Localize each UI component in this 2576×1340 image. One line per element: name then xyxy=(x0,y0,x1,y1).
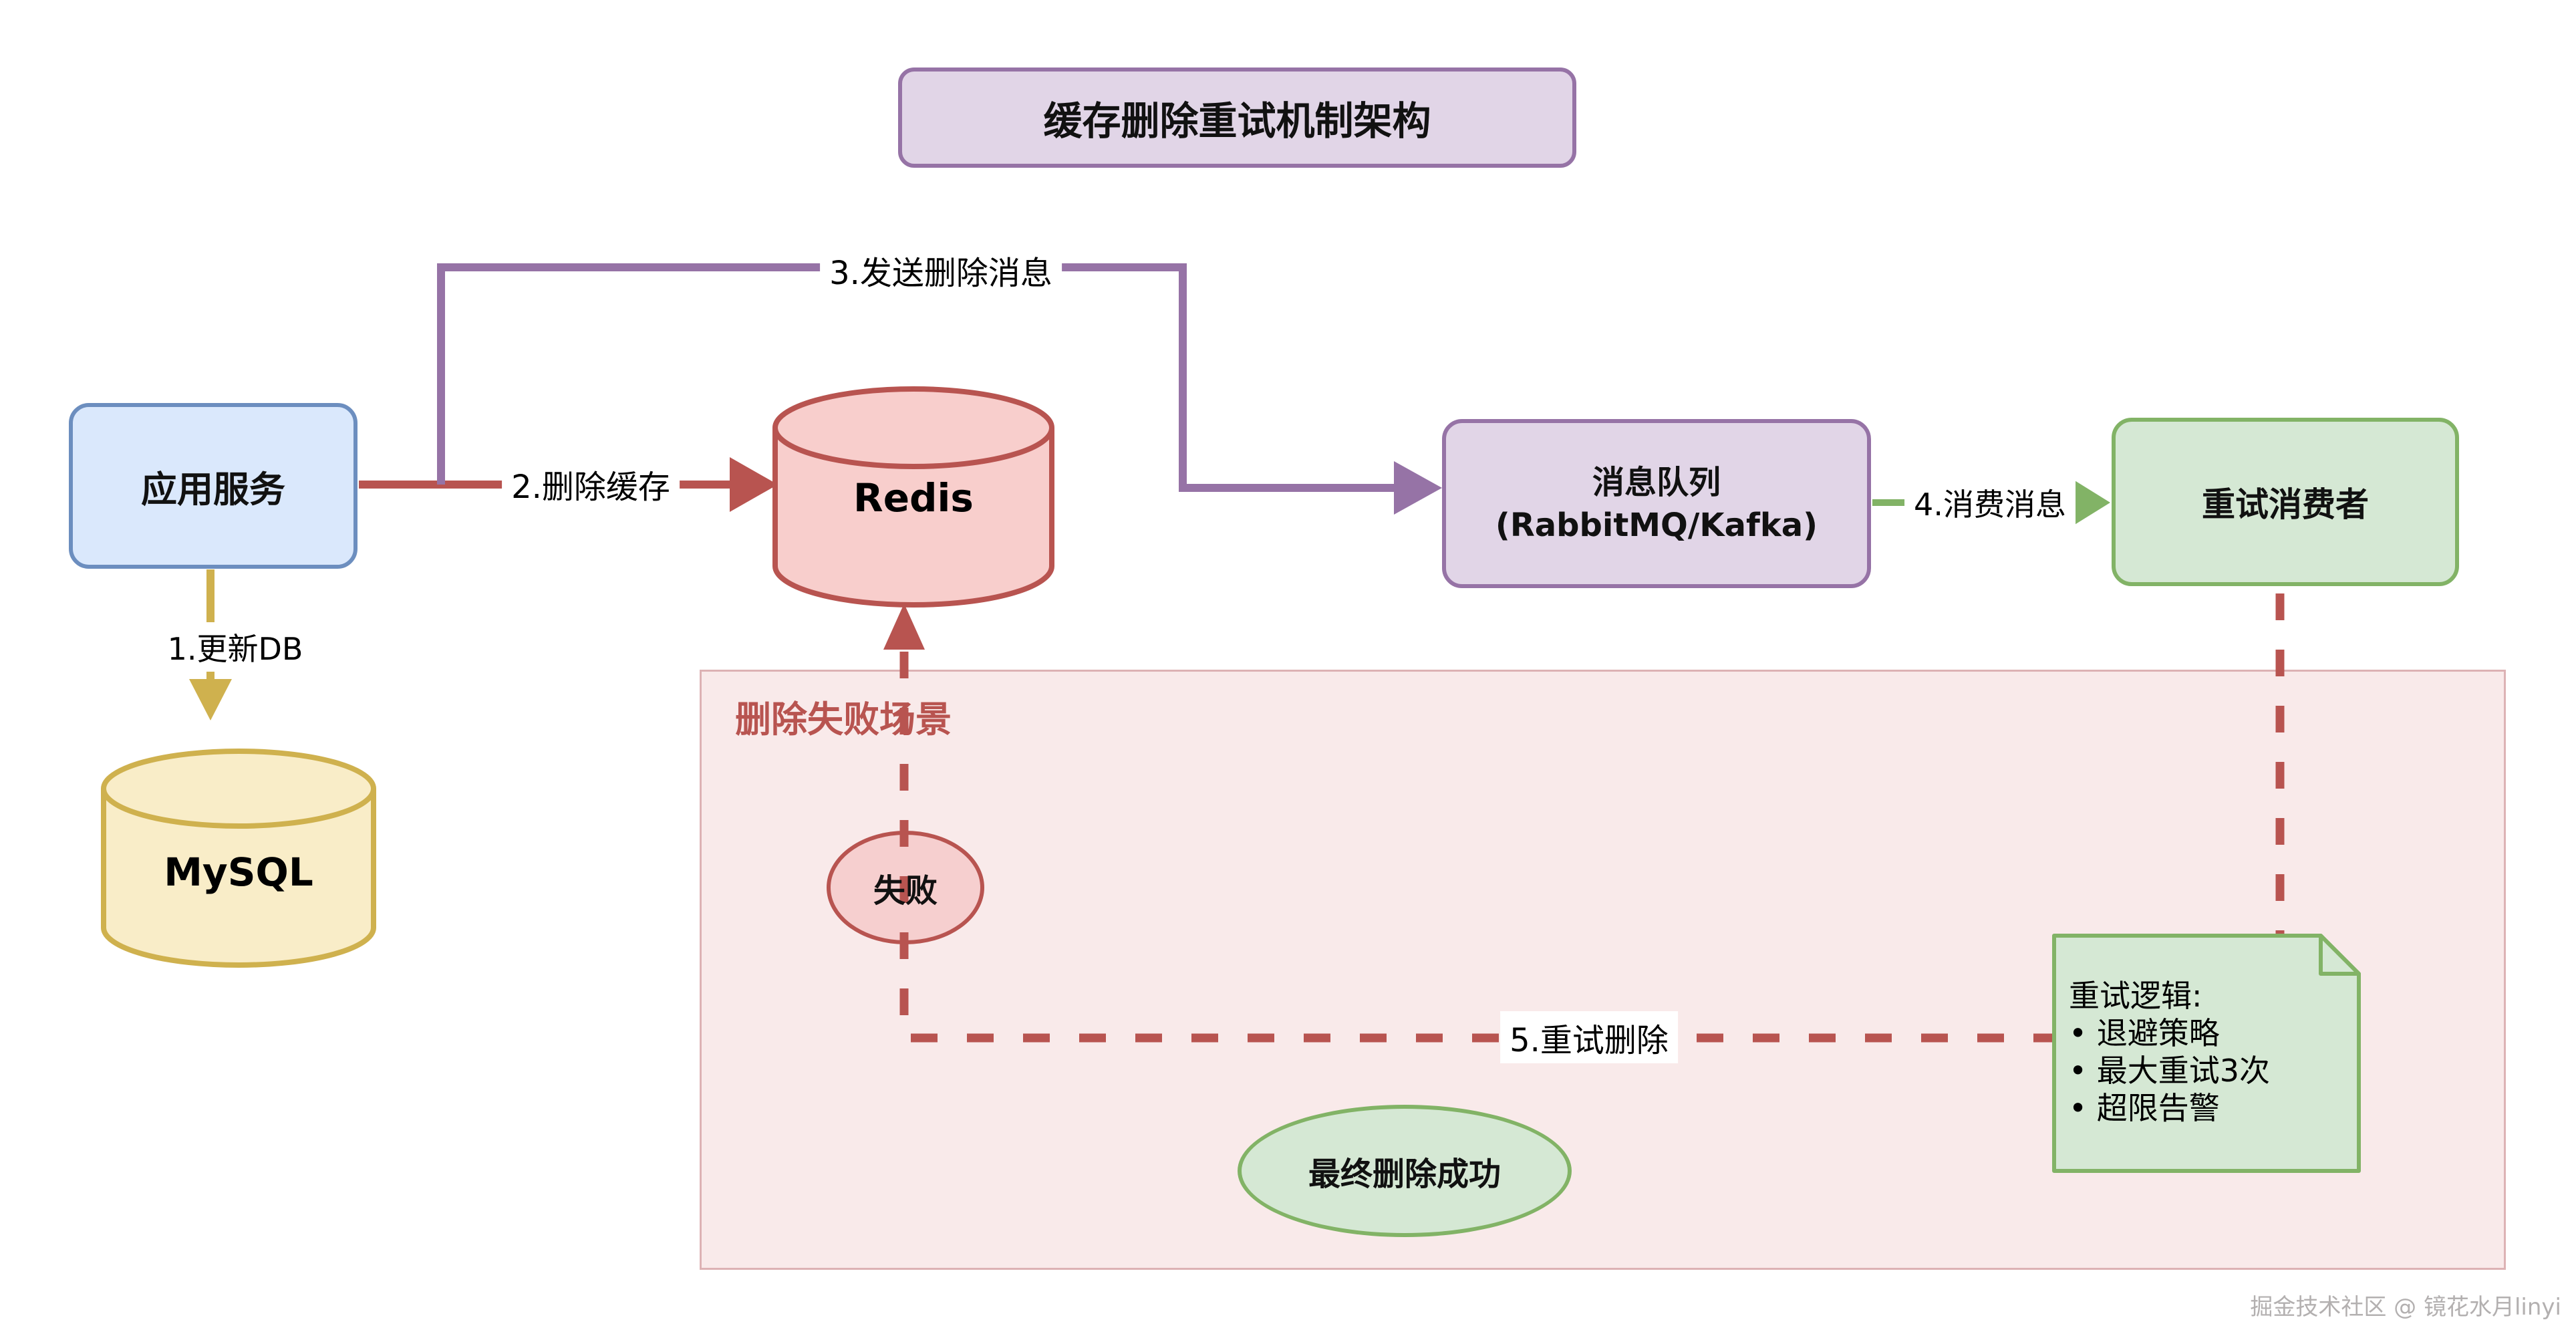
edge-failure-dashed xyxy=(883,604,2054,1043)
mysql-cylinder xyxy=(101,749,376,968)
retry-logic-note xyxy=(2052,934,2361,1173)
redis-cylinder xyxy=(772,386,1054,608)
edge-send-delete-message xyxy=(437,263,1442,515)
message-queue-subtitle: (RabbitMQ/Kafka) xyxy=(1495,506,1818,544)
node-message-queue: 消息队列 (RabbitMQ/Kafka) xyxy=(1442,419,1871,588)
mysql-label: MySQL xyxy=(164,849,313,895)
watermark: 掘金技术社区 @ 镜花水月linyi xyxy=(2250,1294,2561,1321)
edge-label-send-delete-message: 3.发送删除消息 xyxy=(820,244,1062,296)
note-line-3: • 最大重试3次 xyxy=(2069,1053,2271,1089)
note-line-1: 重试逻辑: xyxy=(2069,978,2202,1014)
edge-label-delete-cache: 2.删除缓存 xyxy=(502,458,680,510)
failure-scenario-label: 删除失败场景 xyxy=(735,698,952,741)
retry-logic-note-text: 重试逻辑: • 退避策略 • 最大重试3次 • 超限告警 xyxy=(2069,977,2349,1127)
final-success-ellipse: 最终删除成功 xyxy=(1238,1105,1572,1237)
edge-label-update-db: 1.更新DB xyxy=(158,622,313,672)
node-retry-consumer: 重试消费者 xyxy=(2112,418,2459,586)
node-app-service: 应用服务 xyxy=(69,403,357,569)
message-queue-name: 消息队列 xyxy=(1592,463,1721,501)
edge-label-retry-delete: 5.重试删除 xyxy=(1500,1011,1678,1063)
diagram-title: 缓存删除重试机制架构 xyxy=(898,68,1576,168)
redis-label: Redis xyxy=(853,475,974,521)
failure-ellipse-label: 失败 xyxy=(873,872,938,910)
note-line-4: • 超限告警 xyxy=(2069,1090,2220,1126)
edge-label-consume-message: 4.消费消息 xyxy=(1904,478,2076,527)
note-line-2: • 退避策略 xyxy=(2069,1015,2220,1051)
